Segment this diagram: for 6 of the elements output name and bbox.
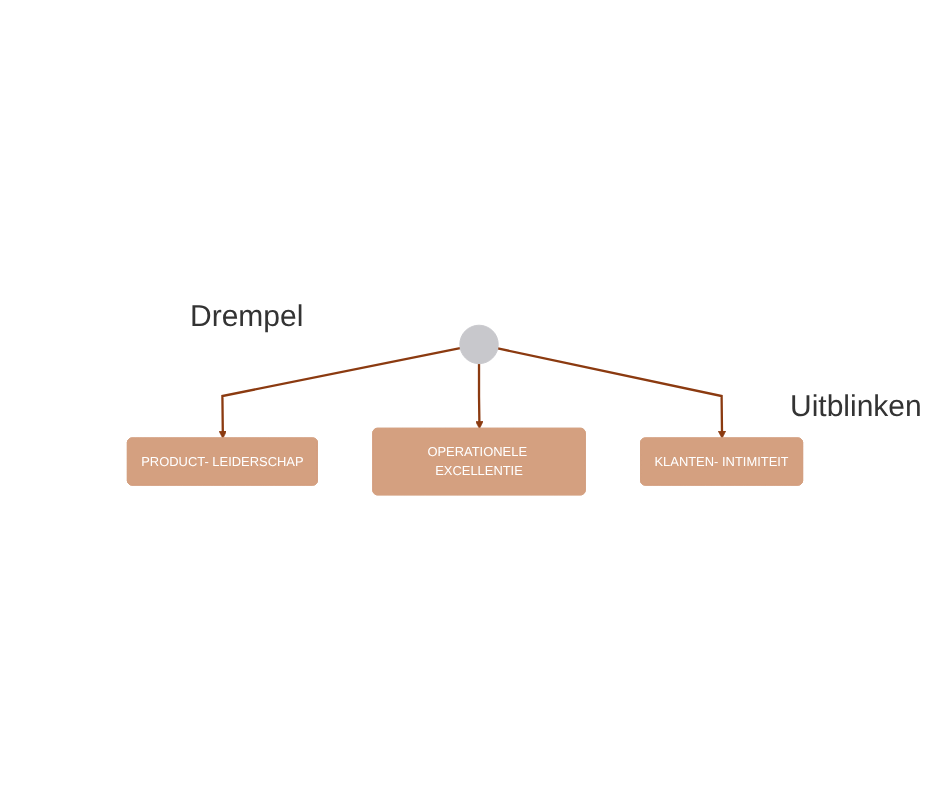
arrow [218, 347, 461, 439]
node-circle [459, 324, 499, 365]
note-text: Uitblinken [790, 390, 922, 424]
note-text: Drempel [190, 300, 304, 334]
arrow [497, 347, 727, 439]
arrow [475, 363, 484, 430]
